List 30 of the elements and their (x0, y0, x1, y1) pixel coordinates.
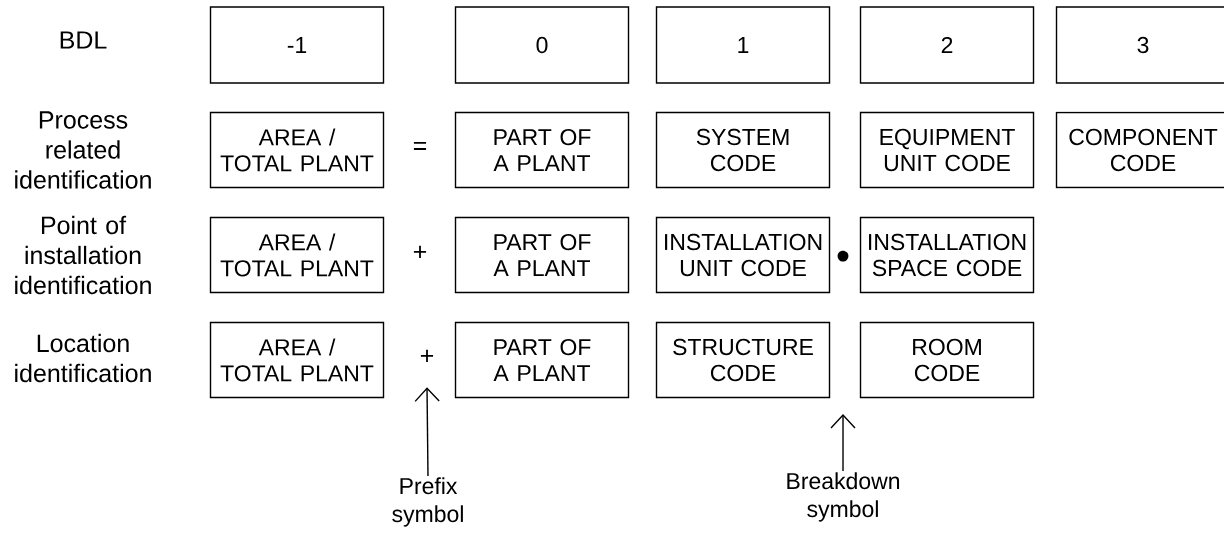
code-box: ROOM CODE (859, 321, 1035, 399)
code-box: SYSTEM CODE (655, 111, 831, 189)
code-box: PART OF A PLANT (454, 111, 630, 189)
callout-text: Breakdown symbol (787, 472, 900, 522)
row-label: BDL (60, 31, 107, 49)
code-box: PART OF A PLANT (454, 216, 630, 294)
code-box: AREA / TOTAL PLANT (209, 321, 385, 399)
code-box: AREA / TOTAL PLANT (209, 216, 385, 294)
code-box: EQUIPMENT UNIT CODE (859, 111, 1035, 189)
separator-symbol: • (837, 250, 849, 262)
code-box: INSTALLATION UNIT CODE (655, 216, 831, 294)
arrow (830, 414, 856, 472)
level-box: 0 (454, 6, 630, 84)
code-box: PART OF A PLANT (454, 321, 630, 399)
level-box: 1 (655, 6, 831, 84)
callout-text: Prefix symbol (392, 477, 463, 527)
row-label: Process related identification (15, 111, 151, 189)
code-box: AREA / TOTAL PLANT (209, 111, 385, 189)
level-box: -1 (209, 6, 385, 84)
code-box: COMPONENT CODE (1055, 111, 1224, 189)
row-label: Location identification (15, 333, 151, 383)
level-box: 2 (859, 6, 1035, 84)
separator-symbol: + (413, 245, 427, 258)
separator-symbol: + (420, 349, 434, 362)
level-box: 3 (1055, 6, 1224, 84)
row-label: Point of installation identification (15, 215, 151, 295)
arrow (414, 387, 440, 477)
code-box: STRUCTURE CODE (655, 321, 831, 399)
code-box: INSTALLATION SPACE CODE (859, 216, 1035, 294)
separator-symbol: = (413, 141, 427, 150)
